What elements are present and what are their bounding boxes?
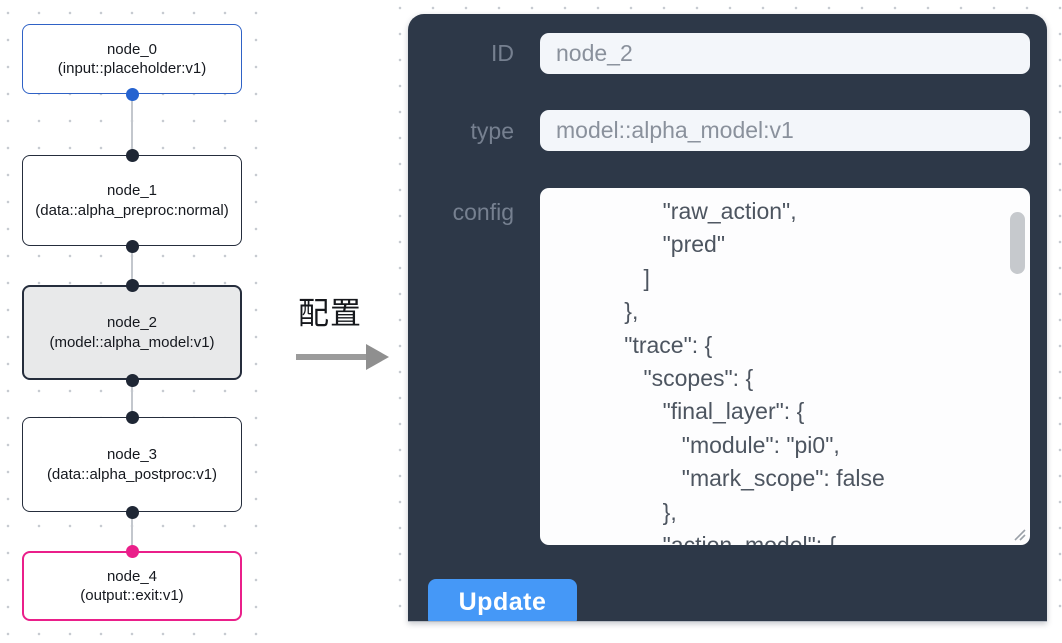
transition-annotation: 配置 <box>270 297 395 370</box>
transition-label: 配置 <box>298 296 362 331</box>
port-node0-out[interactable] <box>125 87 139 101</box>
node-type-label: (model::alpha_model:v1) <box>49 333 215 351</box>
flow-node-node-3[interactable]: node_3 (data::alpha_postproc:v1) <box>22 417 242 512</box>
node-title: node_4 <box>106 567 158 585</box>
port-node3-out[interactable] <box>125 505 139 519</box>
flow-node-node-4[interactable]: node_4 (output::exit:v1) <box>22 551 242 621</box>
edge-node3-node4 <box>131 512 133 551</box>
config-textarea[interactable]: "raw_action", "pred" ] }, "trace": { "sc… <box>540 188 1030 545</box>
config-json-text: "raw_action", "pred" ] }, "trace": { "sc… <box>624 198 885 545</box>
arrow-head <box>366 344 389 370</box>
node-title: node_0 <box>106 40 158 58</box>
port-node1-out[interactable] <box>125 239 139 253</box>
config-label: config <box>452 199 514 225</box>
port-node1-in[interactable] <box>125 148 139 162</box>
flow-node-node-2-selected[interactable]: node_2 (model::alpha_model:v1) <box>22 285 242 380</box>
type-input[interactable]: model::alpha_model:v1 <box>540 110 1030 151</box>
id-input[interactable]: node_2 <box>540 33 1030 74</box>
scrollbar-thumb[interactable] <box>1010 212 1025 274</box>
node-title: node_2 <box>106 314 158 331</box>
id-label: ID <box>491 40 514 66</box>
arrow-right-icon <box>296 344 395 370</box>
node-type-label: (data::alpha_postproc:v1) <box>46 465 218 483</box>
port-node3-in[interactable] <box>125 410 139 424</box>
resize-handle-icon[interactable] <box>1008 523 1028 543</box>
node-type-label: (input::placeholder:v1) <box>57 60 207 77</box>
port-node2-out[interactable] <box>125 373 139 387</box>
config-canvas: ID node_2 type model::alpha_model:v1 con… <box>391 0 1062 622</box>
node-type-label: (data::alpha_preproc:normal) <box>35 201 229 219</box>
node-type-label: (output::exit:v1) <box>80 587 184 604</box>
edge-node0-node1 <box>131 94 133 155</box>
arrow-shaft <box>296 354 366 360</box>
edge-node1-node2 <box>131 246 133 285</box>
edge-node2-node3 <box>131 380 133 417</box>
port-node2-in[interactable] <box>125 278 139 292</box>
flow-canvas: node_0 (input::placeholder:v1) node_1 (d… <box>0 0 270 643</box>
node-title: node_3 <box>106 446 158 463</box>
type-label: type <box>470 118 514 144</box>
node-config-panel: ID node_2 type model::alpha_model:v1 con… <box>408 14 1047 622</box>
update-button[interactable]: Update <box>428 579 577 621</box>
flow-node-node-1[interactable]: node_1 (data::alpha_preproc:normal) <box>22 155 242 246</box>
port-node4-in[interactable] <box>125 544 139 558</box>
node-title: node_1 <box>106 182 158 199</box>
flow-node-node-0[interactable]: node_0 (input::placeholder:v1) <box>22 24 242 94</box>
